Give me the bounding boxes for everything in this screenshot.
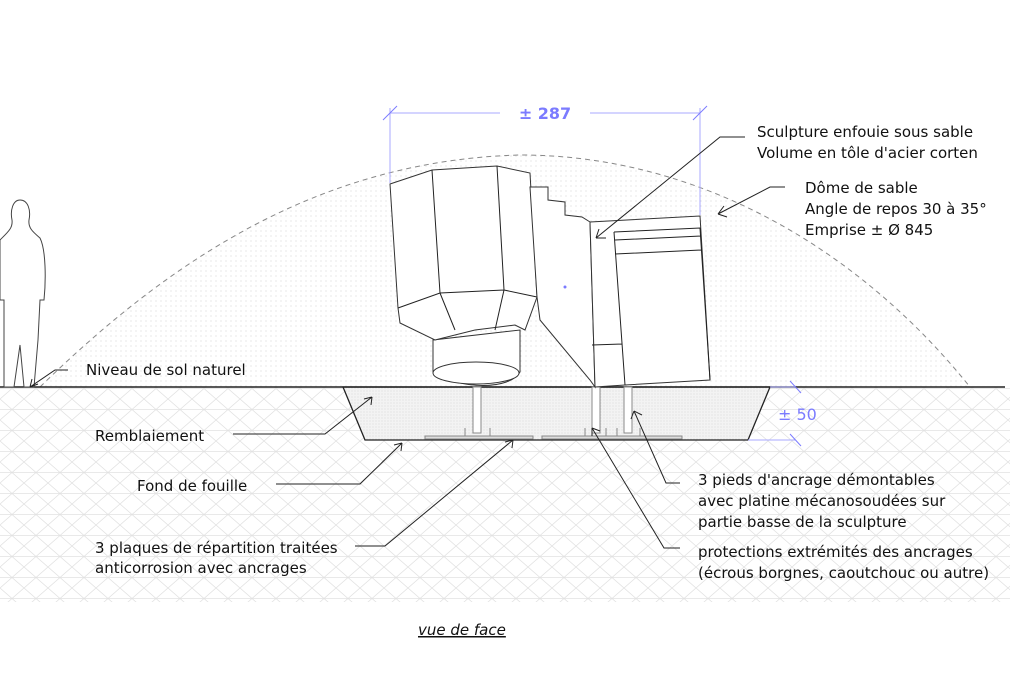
sand-dome-outline <box>39 154 971 388</box>
feet-label: 3 pieds d'ancrage démontables avec plati… <box>698 471 950 531</box>
width-dimension <box>382 105 708 215</box>
plates-label: 3 plaques de répartition traitées antico… <box>95 539 342 577</box>
person-silhouette-icon <box>0 199 46 388</box>
ground-level-label: Niveau de sol naturel <box>86 361 246 379</box>
view-caption: vue de face <box>418 621 506 639</box>
dome-label: Dôme de sable Angle de repos 30 à 35° Em… <box>805 179 992 239</box>
sculpture-label: Sculpture enfouie sous sable Volume en t… <box>757 123 978 162</box>
sculpture <box>389 165 711 389</box>
protections-label: protections extrémités des ancrages (écr… <box>698 543 989 582</box>
depth-dimension-label: ± 50 <box>778 405 817 424</box>
depth-dimension <box>748 380 802 447</box>
anchor-feet <box>424 386 683 440</box>
backfill-pit <box>342 386 771 441</box>
width-dimension-label: ± 287 <box>519 104 571 123</box>
leader-lines <box>29 136 785 549</box>
backfill-label: Remblaiement <box>95 427 204 445</box>
pit-bottom-label: Fond de fouille <box>137 477 247 495</box>
